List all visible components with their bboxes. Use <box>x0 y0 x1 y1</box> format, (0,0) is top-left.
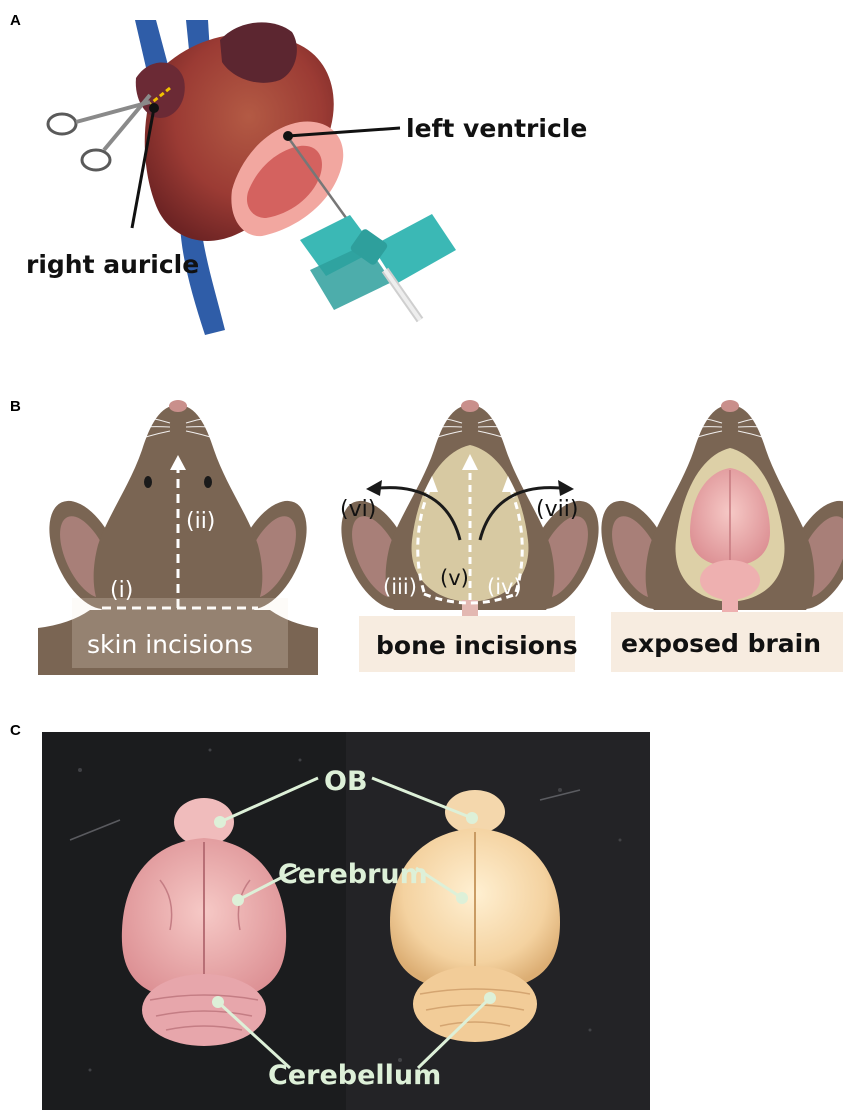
flap-vi-arrow <box>366 480 382 496</box>
step-vi-label: (vi) <box>340 497 376 522</box>
cerebrum-label: Cerebrum <box>278 859 428 890</box>
eye-left <box>144 476 152 488</box>
butterfly-needle-icon <box>300 214 456 320</box>
right-auricle-dot <box>149 103 159 113</box>
brain-caption: exposed brain <box>621 629 821 658</box>
right-auricle-label: right auricle <box>26 250 199 279</box>
left-ventricle-label: left ventricle <box>406 114 587 143</box>
panel-a: left ventricle right auricle <box>26 20 587 335</box>
cerebellum-label: Cerebellum <box>268 1060 441 1091</box>
panel-c: OB Cerebrum Cerebellum <box>42 732 650 1110</box>
eye-right <box>204 476 212 488</box>
brain-cerebellum <box>700 560 760 600</box>
bone-caption: bone incisions <box>376 631 578 660</box>
step-ii-label: (ii) <box>186 509 215 534</box>
skin-caption: skin incisions <box>87 630 253 659</box>
scissors-icon <box>48 95 150 170</box>
flap-vii-arrow <box>558 480 574 496</box>
left-ventricle-dot <box>283 131 293 141</box>
panel-b: (i) (ii) skin incisions (vi) (vii) (ii <box>34 400 843 675</box>
step-i-label: (i) <box>110 578 133 603</box>
step-iv-label: (iv) <box>487 575 522 599</box>
step-vii-label: (vii) <box>536 497 578 522</box>
step-iii-label: (iii) <box>383 575 417 599</box>
ob-label: OB <box>324 766 368 797</box>
step-v-label: (v) <box>440 566 469 590</box>
